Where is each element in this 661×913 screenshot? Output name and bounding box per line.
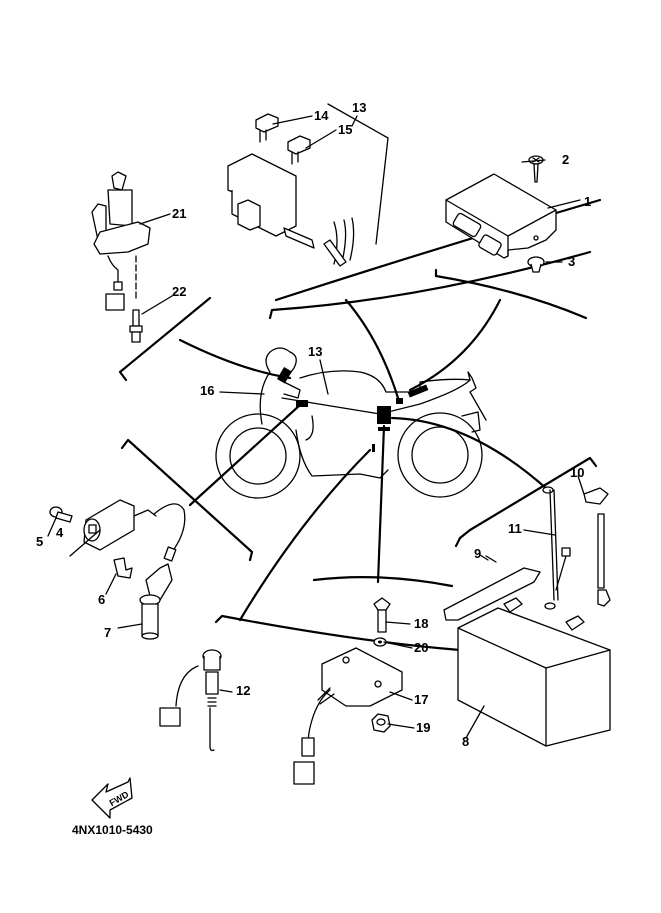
callout-17: 17 (414, 692, 428, 707)
callout-8: 8 (462, 734, 469, 749)
callout-7: 7 (104, 625, 111, 640)
nut-19 (371, 713, 391, 733)
fuse-box (227, 153, 315, 249)
callout-21: 21 (172, 206, 186, 221)
main-switch (91, 171, 151, 311)
battery-band (443, 567, 541, 621)
callout-18: 18 (414, 616, 428, 631)
callout-15: 15 (338, 122, 352, 137)
bolt-5 (49, 506, 73, 523)
battery (457, 597, 611, 747)
fuse-15 (287, 135, 311, 165)
fuse-14 (255, 113, 279, 143)
screw-2 (528, 155, 544, 183)
control-unit (445, 173, 557, 259)
battery-cable-negative (583, 487, 611, 607)
battery-cable-positive (542, 486, 571, 610)
bolt-18 (373, 597, 391, 633)
callout-14: 14 (314, 108, 329, 123)
harness-connectors (277, 366, 429, 452)
callout-16: 16 (200, 383, 214, 398)
harness-wires (323, 217, 355, 267)
callout-13-bracket (327, 103, 389, 245)
callout-3: 3 (568, 254, 575, 269)
fwd-arrow-icon: FWD (91, 777, 133, 819)
callout-22: 22 (172, 284, 186, 299)
bolt-22 (129, 255, 143, 343)
callout-12: 12 (236, 683, 250, 698)
drawing-code: 4NX1010-5430 (72, 823, 153, 837)
leader-lines (47, 115, 585, 739)
callout-20: 20 (414, 640, 428, 655)
callout-11: 11 (508, 521, 522, 536)
callout-9: 9 (474, 546, 481, 561)
callout-13-top: 13 (352, 100, 366, 115)
callout-19: 19 (416, 720, 430, 735)
leader-sweeps (178, 298, 550, 622)
callout-1: 1 (584, 194, 591, 209)
clip-6 (113, 557, 133, 579)
neutral-switch (159, 649, 222, 752)
grommet-3 (527, 256, 545, 273)
ignition-coil (83, 499, 186, 562)
callout-5: 5 (36, 534, 43, 549)
callout-13-bike: 13 (308, 344, 322, 359)
spark-plug-cap (139, 563, 173, 640)
callout-10: 10 (570, 465, 584, 480)
callout-4: 4 (56, 525, 64, 540)
section-dividers (118, 198, 602, 660)
callout-2: 2 (562, 152, 569, 167)
rectifier-regulator (293, 647, 403, 785)
callout-labels: 1 2 3 4 5 6 7 8 9 10 11 12 13 13 14 15 1… (36, 100, 591, 749)
callout-6: 6 (98, 592, 105, 607)
